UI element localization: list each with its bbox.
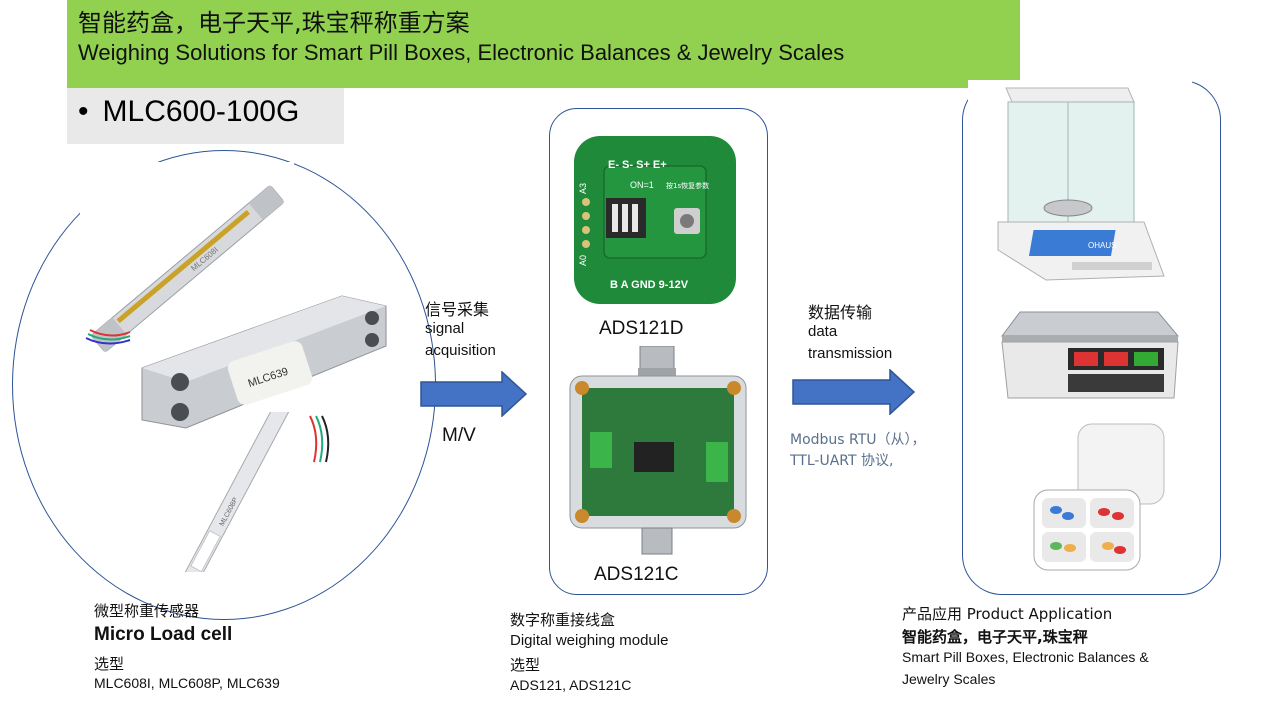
board-side-a0: A0 — [578, 255, 588, 266]
page-title-en: Weighing Solutions for Smart Pill Boxes,… — [78, 40, 845, 65]
load-cell-photo-mlc639: MLC639 — [136, 290, 390, 442]
model-name: MLC600-100G — [102, 95, 300, 128]
board-side-a3: A3 — [578, 183, 588, 194]
signal-arrow-icon — [420, 371, 528, 417]
ads121d-board-photo: E- S- S+ E+ ON=1 按1s恢复参数 A3 A0 B A GND 9… — [570, 132, 740, 308]
header-banner — [67, 0, 1020, 88]
ads121d-label: ADS121D — [599, 318, 684, 339]
module-selection-label: 选型 — [510, 656, 541, 674]
module-name-en: Digital weighing module — [510, 632, 669, 649]
application-name-en-line1: Smart Pill Boxes, Electronic Balances & — [902, 649, 1149, 665]
application-name-cn: 智能药盒，电子天平,珠宝秤 — [902, 628, 1088, 646]
transmission-label-cn: 数据传输 — [808, 303, 873, 322]
balance-display: OHAUS — [1088, 241, 1116, 250]
model-tag: • MLC600-100G — [78, 92, 299, 132]
signal-label-en-line2: acquisition — [425, 342, 496, 359]
board-pins-top: E- S- S+ E+ — [608, 159, 667, 171]
transmission-label-en-line2: transmission — [808, 345, 893, 362]
signal-label-cn: 信号采集 — [425, 300, 490, 319]
load-cell-photo-bottom: MLC608P — [110, 412, 364, 572]
load-cell-name-cn: 微型称重传感器 — [94, 602, 200, 620]
protocol-line1: Modbus RTU（从）， — [790, 432, 926, 448]
model-tag-background — [67, 88, 344, 144]
load-cell-models: MLC608I, MLC608P, MLC639 — [94, 675, 280, 691]
transmission-label-en-line1: data — [808, 323, 838, 340]
bullet: • — [78, 95, 89, 128]
module-name-cn: 数字称重接线盒 — [510, 611, 616, 629]
signal-unit: M/V — [442, 425, 476, 446]
application-name-en-line2: Jewelry Scales — [902, 671, 996, 687]
protocol-line2: TTL-UART 协议, — [790, 453, 894, 469]
module-frame — [549, 108, 768, 595]
board-reset-note: 按1s恢复参数 — [666, 181, 709, 190]
application-title: 产品应用 Product Application — [902, 605, 1113, 623]
load-cell-name-en: Micro Load cell — [94, 624, 233, 645]
board-pins-bottom: B A GND 9-12V — [610, 279, 689, 291]
module-models: ADS121, ADS121C — [510, 677, 632, 693]
jewelry-scale-photo — [998, 302, 1184, 418]
load-cell-selection-label: 选型 — [94, 655, 125, 673]
page-title-cn: 智能药盒，电子天平,珠宝秤称重方案 — [78, 9, 470, 37]
ads121c-box-photo — [560, 346, 756, 558]
signal-label-en-line1: signal — [425, 320, 465, 337]
electronic-balance-photo: OHAUS — [968, 80, 1192, 302]
smart-pill-box-photo — [1000, 420, 1184, 580]
transmission-arrow-icon — [792, 369, 916, 415]
ads121c-label: ADS121C — [594, 564, 679, 585]
board-on-label: ON=1 — [630, 180, 654, 190]
